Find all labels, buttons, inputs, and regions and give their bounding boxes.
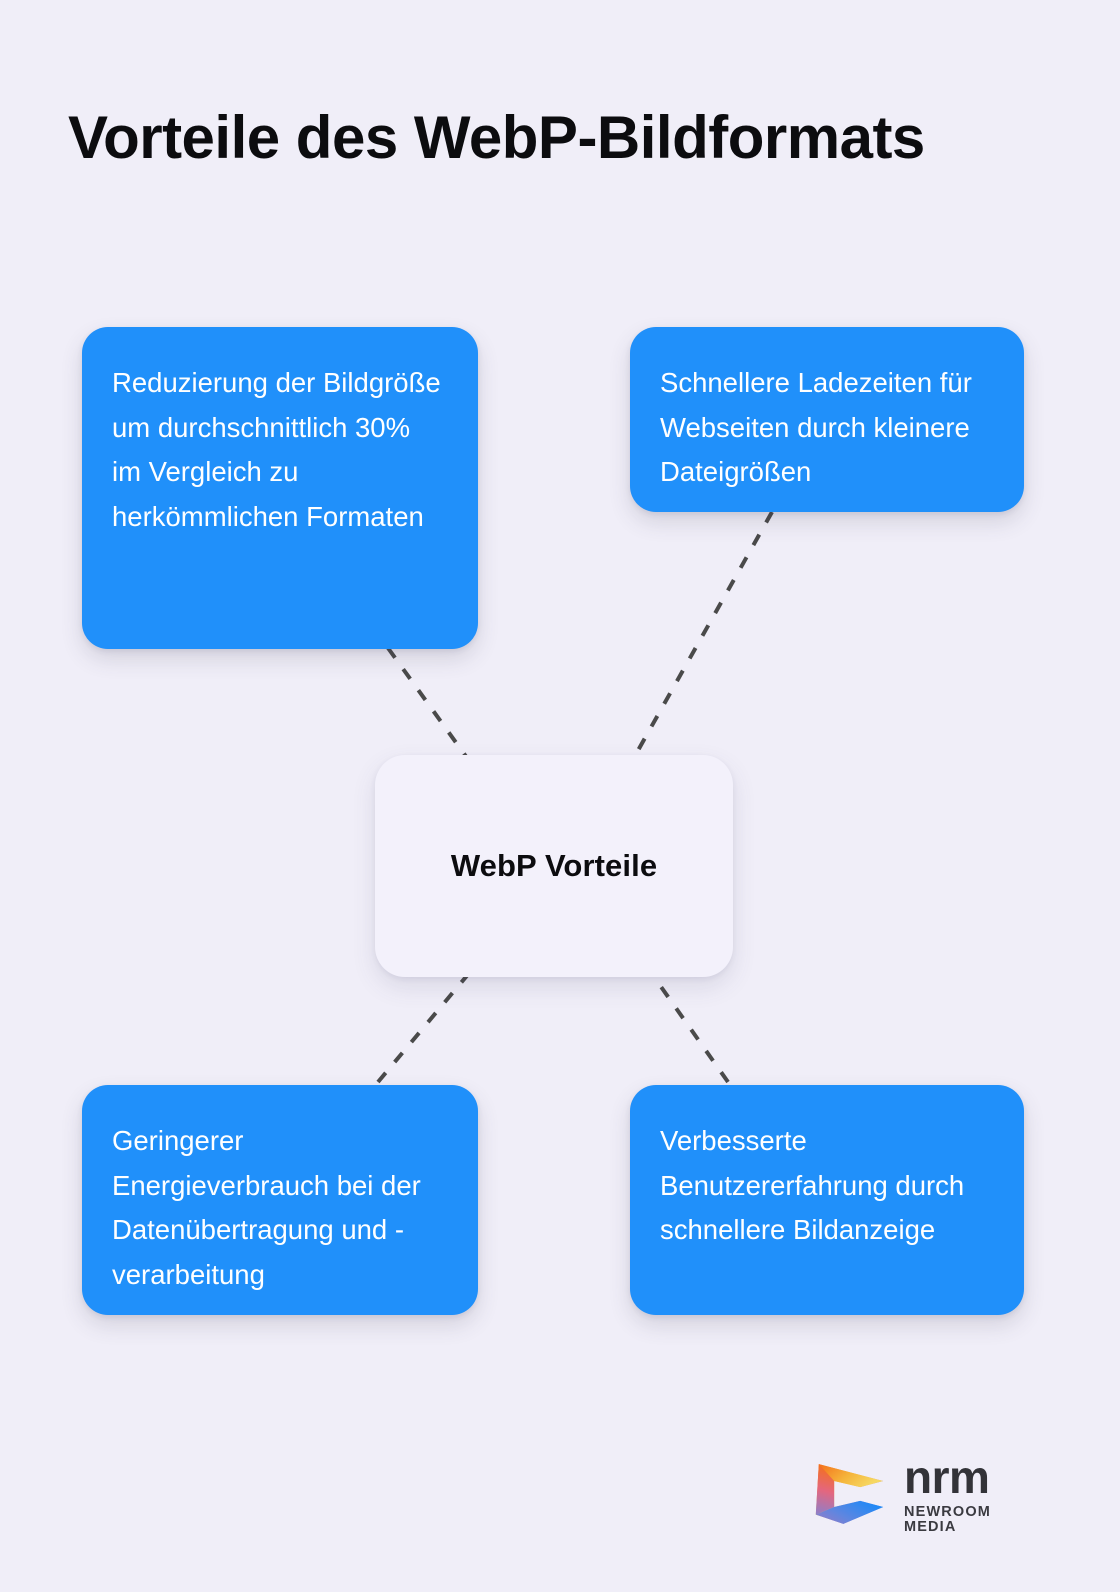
- benefit-card-bottom-left-text: Geringerer Energieverbrauch bei der Date…: [112, 1125, 421, 1290]
- connector-line-node-bottom-right: [650, 972, 730, 1084]
- connector-line-node-top-left: [386, 646, 472, 764]
- brand-logo: nrm NEWROOM MEDIA: [812, 1448, 1044, 1540]
- benefit-card-top-left[interactable]: Reduzierung der Bildgröße um durchschnit…: [82, 327, 478, 649]
- benefit-card-top-right[interactable]: Schnellere Ladezeiten für Webseiten durc…: [630, 327, 1024, 512]
- connector-line-node-bottom-left: [376, 970, 472, 1084]
- logo-wordmark-group: nrm NEWROOM MEDIA: [904, 1454, 1044, 1535]
- benefit-card-bottom-right[interactable]: Verbesserte Benutzererfahrung durch schn…: [630, 1085, 1024, 1315]
- connector-line-node-top-right: [634, 511, 774, 755]
- page-title: Vorteile des WebP-Bildformats: [68, 104, 925, 171]
- center-hub-label: WebP Vorteile: [450, 848, 658, 883]
- logo-tagline: NEWROOM MEDIA: [904, 1504, 991, 1535]
- center-hub-card[interactable]: WebP Vorteile: [375, 755, 733, 977]
- logo-wordmark: nrm: [904, 1450, 990, 1503]
- benefit-card-bottom-left[interactable]: Geringerer Energieverbrauch bei der Date…: [82, 1085, 478, 1315]
- benefit-card-bottom-right-text: Verbesserte Benutzererfahrung durch schn…: [660, 1125, 965, 1246]
- nrm-chevron-icon: [815, 1464, 884, 1524]
- benefit-card-top-left-text: Reduzierung der Bildgröße um durchschnit…: [112, 367, 441, 532]
- benefit-card-top-right-text: Schnellere Ladezeiten für Webseiten durc…: [660, 367, 972, 488]
